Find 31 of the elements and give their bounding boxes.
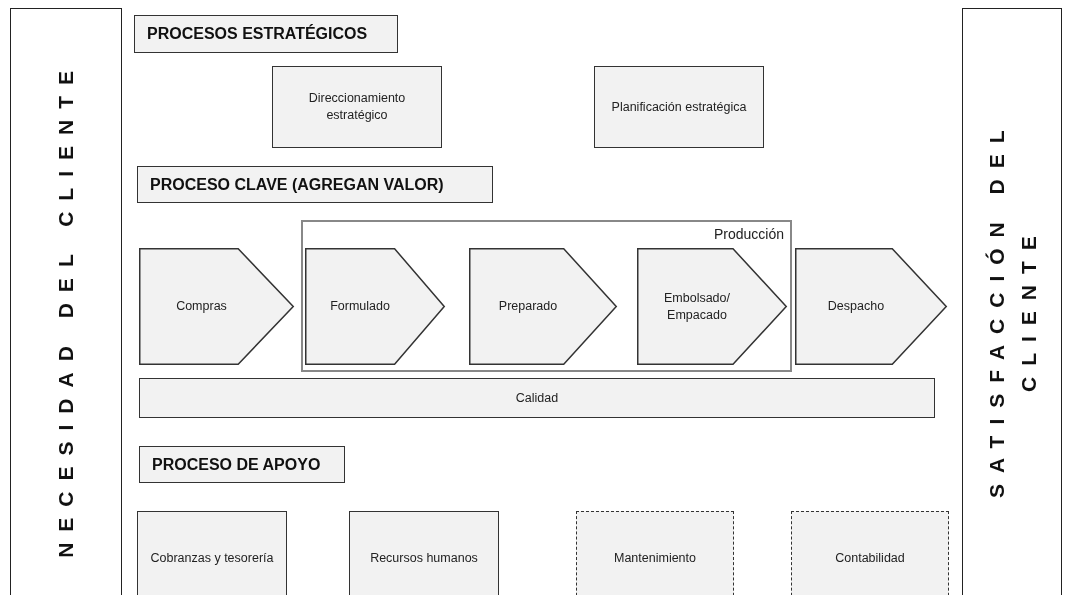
process-box (576, 511, 734, 595)
process-label: Formulado (330, 298, 390, 315)
process-label: Embolsado/ Empacado (663, 289, 731, 324)
process-label: Planificación estratégica (611, 98, 747, 116)
side-band (10, 8, 122, 595)
process-label: Preparado (498, 298, 558, 315)
section-header (134, 15, 398, 53)
section-header (139, 446, 345, 483)
section-title: PROCESO CLAVE (AGREGAN VALOR) (150, 175, 444, 194)
process-label: Direccionamiento estratégico (307, 90, 407, 124)
vertical-label: SATISFACCIÓN DEL CLIENTE (983, 118, 1040, 500)
group-label: Producción (713, 225, 785, 242)
section-title: PROCESO DE APOYO (152, 455, 321, 474)
vertical-label: NECESIDAD DEL CLIENTE (53, 59, 79, 558)
process-box (791, 511, 949, 595)
process-label: Contabilidad (835, 550, 905, 567)
section-title: PROCESOS ESTRATÉGICOS (147, 25, 368, 43)
process-box (349, 511, 499, 595)
process-label: Calidad (515, 389, 559, 407)
process-box (137, 511, 287, 595)
process-box (594, 66, 764, 148)
process-label: Mantenimiento (614, 550, 696, 567)
section-header (137, 166, 493, 203)
side-band (962, 8, 1062, 595)
process-label: Cobranzas y tesorería (150, 550, 274, 567)
process-label: Compras (176, 298, 227, 315)
process-box (272, 66, 442, 148)
process-label: Despacho (827, 298, 885, 315)
group-frame (301, 220, 792, 372)
process-label: Recursos humanos (370, 550, 478, 567)
process-box (139, 378, 935, 418)
